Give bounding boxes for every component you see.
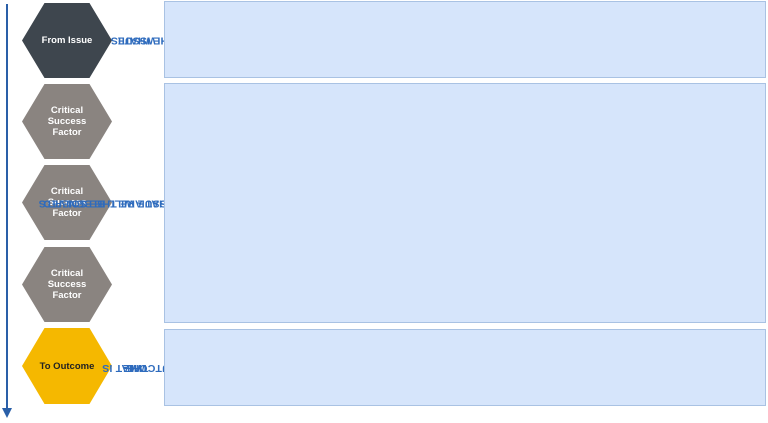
issue-content-box[interactable] bbox=[164, 1, 766, 78]
hexagon-label: Critical Success Factor bbox=[47, 186, 87, 219]
hexagon-critical-success-factor-3: Critical Success Factor bbox=[22, 247, 112, 322]
section-label-issue: WHAT IS THE ISSUE bbox=[111, 2, 175, 78]
section-label-outcome: WHAT IS THE OUTCOME bbox=[103, 329, 179, 405]
hexagon-label: To Outcome bbox=[39, 360, 95, 372]
hexagon-label: From Issue bbox=[41, 35, 93, 46]
hexagon-label: Critical Success Factor bbox=[47, 268, 87, 301]
section-label-solution: HOW THE ISSUE WILL BE SOLVED WITH IWaSP … bbox=[38, 84, 254, 322]
hexagon-label: Critical Success Factor bbox=[47, 105, 87, 138]
hexagon-from-issue: From Issue bbox=[22, 3, 112, 78]
flow-arrow-head bbox=[2, 408, 12, 418]
hexagon-critical-success-factor-2: Critical Success Factor bbox=[22, 165, 112, 240]
flow-arrow-line bbox=[6, 4, 8, 410]
solution-content-box[interactable] bbox=[164, 83, 766, 323]
outcome-content-box[interactable] bbox=[164, 329, 766, 406]
hexagon-critical-success-factor-1: Critical Success Factor bbox=[22, 84, 112, 159]
